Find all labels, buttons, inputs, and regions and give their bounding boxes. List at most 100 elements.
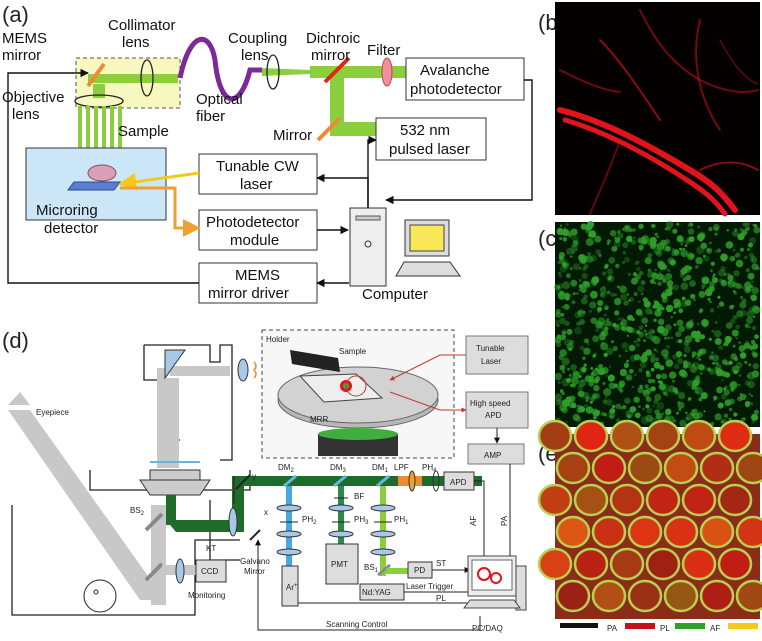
excitation-beam xyxy=(166,476,482,532)
svg-text:Avalanche: Avalanche xyxy=(420,62,490,79)
svg-text:AMP: AMP xyxy=(484,451,501,460)
svg-text:MEMS: MEMS xyxy=(235,267,280,284)
svg-text:Sample: Sample xyxy=(339,347,367,356)
beam-main xyxy=(310,66,410,78)
black-signal-lines xyxy=(233,428,513,631)
svg-text:Photodetector: Photodetector xyxy=(206,214,299,231)
pulsed-laser-box xyxy=(375,117,487,161)
svg-text:High speed: High speed xyxy=(470,399,510,408)
svg-text:Filter: Filter xyxy=(367,42,400,59)
svg-text:MRR: MRR xyxy=(310,415,328,424)
bs2-element xyxy=(144,512,164,532)
svg-text:Tunable CW: Tunable CW xyxy=(216,158,300,175)
svg-text:Mirror: Mirror xyxy=(273,127,312,144)
svg-text:DM1: DM1 xyxy=(372,463,388,474)
beam-laser xyxy=(330,122,380,136)
svg-text:BS1: BS1 xyxy=(364,563,379,574)
svg-text:Monitoring: Monitoring xyxy=(188,591,225,600)
collimator-lens-element xyxy=(140,59,154,97)
lpf-element xyxy=(408,470,416,492)
svg-text:lens: lens xyxy=(12,106,40,123)
svg-text:PMT: PMT xyxy=(331,560,348,569)
ccd-box xyxy=(195,559,227,583)
cw-to-ring xyxy=(118,171,200,191)
bs-lower xyxy=(144,562,164,582)
image-e-composite xyxy=(537,419,762,619)
svg-text:Dichroic: Dichroic xyxy=(306,30,361,47)
panel-d-labels: Eyepiece Holder Sample MRR Tunable Laser… xyxy=(36,335,510,633)
avalanche-box xyxy=(405,57,525,101)
top-lens xyxy=(237,358,249,382)
pd-beam xyxy=(386,568,410,574)
svg-text:Mirror: Mirror xyxy=(244,567,265,576)
svg-text:pulsed laser: pulsed laser xyxy=(389,141,470,158)
optical-fiber xyxy=(177,37,262,102)
mems-mirror-element xyxy=(86,62,106,88)
beam-collimated xyxy=(88,74,178,83)
svg-text:module: module xyxy=(230,232,279,249)
mirror-element xyxy=(316,116,342,142)
beam-rays xyxy=(78,106,122,156)
svg-text:LPF: LPF xyxy=(394,463,409,472)
svg-text:AF: AF xyxy=(710,624,720,633)
objective-turret xyxy=(139,461,211,496)
svg-text:Holder: Holder xyxy=(266,335,290,344)
inset-rings xyxy=(345,375,367,397)
svg-text:mirror driver: mirror driver xyxy=(208,285,289,302)
panel-label-d: (d) xyxy=(2,328,29,353)
panel-a-labels: MEMS mirror Collimator lens Coupling len… xyxy=(2,17,502,303)
legend-e: PA PL AF xyxy=(560,623,758,633)
svg-text:DM3: DM3 xyxy=(330,463,346,474)
filter-channels xyxy=(276,474,396,576)
svg-text:BF: BF xyxy=(354,492,364,501)
inset-mrr xyxy=(261,329,455,459)
svg-text:laser: laser xyxy=(240,176,273,193)
svg-text:MEMS: MEMS xyxy=(2,30,47,47)
kt-lens xyxy=(228,507,238,537)
svg-text:DM2: DM2 xyxy=(278,463,294,474)
filter-element xyxy=(381,57,393,87)
objective-lens-element xyxy=(74,94,124,108)
svg-text:Sample: Sample xyxy=(118,123,169,140)
svg-text:CCD: CCD xyxy=(201,567,219,576)
svg-text:detector: detector xyxy=(44,220,98,237)
svg-text:x: x xyxy=(264,508,268,517)
svg-text:PL: PL xyxy=(660,624,670,633)
svg-text:Microring: Microring xyxy=(36,202,98,219)
connection-lines xyxy=(7,68,533,288)
svg-text:PD: PD xyxy=(414,566,425,575)
svg-text:Laser Trigger: Laser Trigger xyxy=(406,582,453,591)
grey-light-path xyxy=(8,366,230,605)
svg-text:APD: APD xyxy=(450,478,467,487)
focus-knob-inner xyxy=(93,589,99,595)
svg-text:Tunable: Tunable xyxy=(476,344,505,353)
svg-text:Computer: Computer xyxy=(362,286,428,303)
panel-label-a: (a) xyxy=(2,2,29,27)
pcdaq-icon xyxy=(463,555,527,611)
svg-text:photodetector: photodetector xyxy=(410,81,502,98)
ar-laser xyxy=(281,565,299,607)
ph4-element xyxy=(432,470,440,492)
svg-text:PH3: PH3 xyxy=(354,515,369,526)
beam-down-short xyxy=(93,84,105,98)
ccd-lens xyxy=(175,558,185,584)
svg-text:PH1: PH1 xyxy=(394,515,409,526)
svg-text:PA: PA xyxy=(607,624,618,633)
image-b-vasculature xyxy=(555,2,760,217)
svg-text:y: y xyxy=(252,472,256,481)
microring-chip xyxy=(67,181,121,191)
focus-knob xyxy=(83,579,117,613)
beam-coupling xyxy=(262,68,310,76)
svg-text:PL: PL xyxy=(436,594,446,603)
svg-text:Coupling: Coupling xyxy=(228,30,287,47)
galvano-element xyxy=(249,529,261,541)
svg-text:mirror: mirror xyxy=(311,47,350,64)
computer-icon xyxy=(349,207,461,287)
svg-text:mirror: mirror xyxy=(2,47,41,64)
svg-text:AF: AF xyxy=(469,516,478,526)
svg-text:ST: ST xyxy=(436,559,446,568)
svg-text:BS2: BS2 xyxy=(130,506,145,517)
svg-text:Ar+: Ar+ xyxy=(286,583,298,592)
svg-text:APD: APD xyxy=(485,411,502,420)
